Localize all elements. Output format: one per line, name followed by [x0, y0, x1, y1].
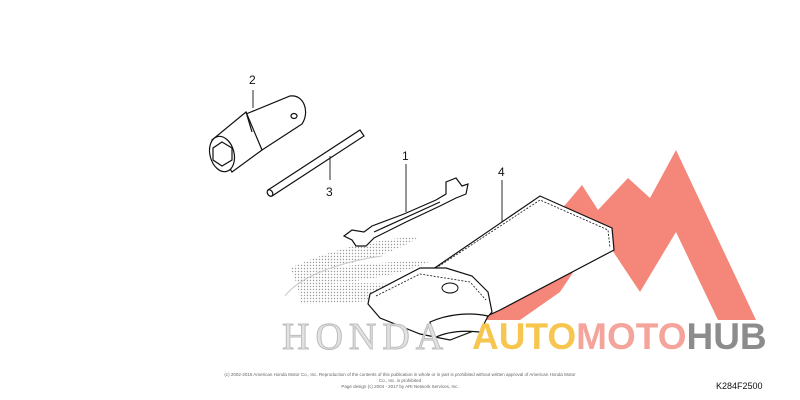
- watermark-part-2: MOTO: [576, 316, 687, 357]
- watermark-part-3: HUB: [686, 316, 767, 357]
- callout-2: 2: [249, 73, 256, 87]
- part-1-spanner: [342, 177, 469, 247]
- copyright-notice: (c) 2002-2016 American Honda Motor Co., …: [222, 372, 578, 390]
- watermark-part-1: AUTO: [472, 316, 577, 357]
- honda-brand-watermark: HONDA: [281, 316, 450, 358]
- callout-3: 3: [326, 185, 333, 199]
- leader-lines: [252, 90, 503, 222]
- part-4-tool-bag: [367, 195, 615, 341]
- automotohub-watermark: AUTOMOTOHUB: [472, 318, 767, 355]
- diagram-code: K284F2500: [716, 381, 763, 391]
- part-2-socket-wrench: [208, 95, 307, 173]
- callout-4: 4: [498, 165, 505, 179]
- part-3-handle-rod: [266, 129, 365, 197]
- callout-1: 1: [402, 149, 409, 163]
- copyright-line-2: Page design (c) 2004 - 2017 by ARI Netwo…: [341, 384, 459, 389]
- copyright-line-1: (c) 2002-2016 American Honda Motor Co., …: [224, 372, 576, 383]
